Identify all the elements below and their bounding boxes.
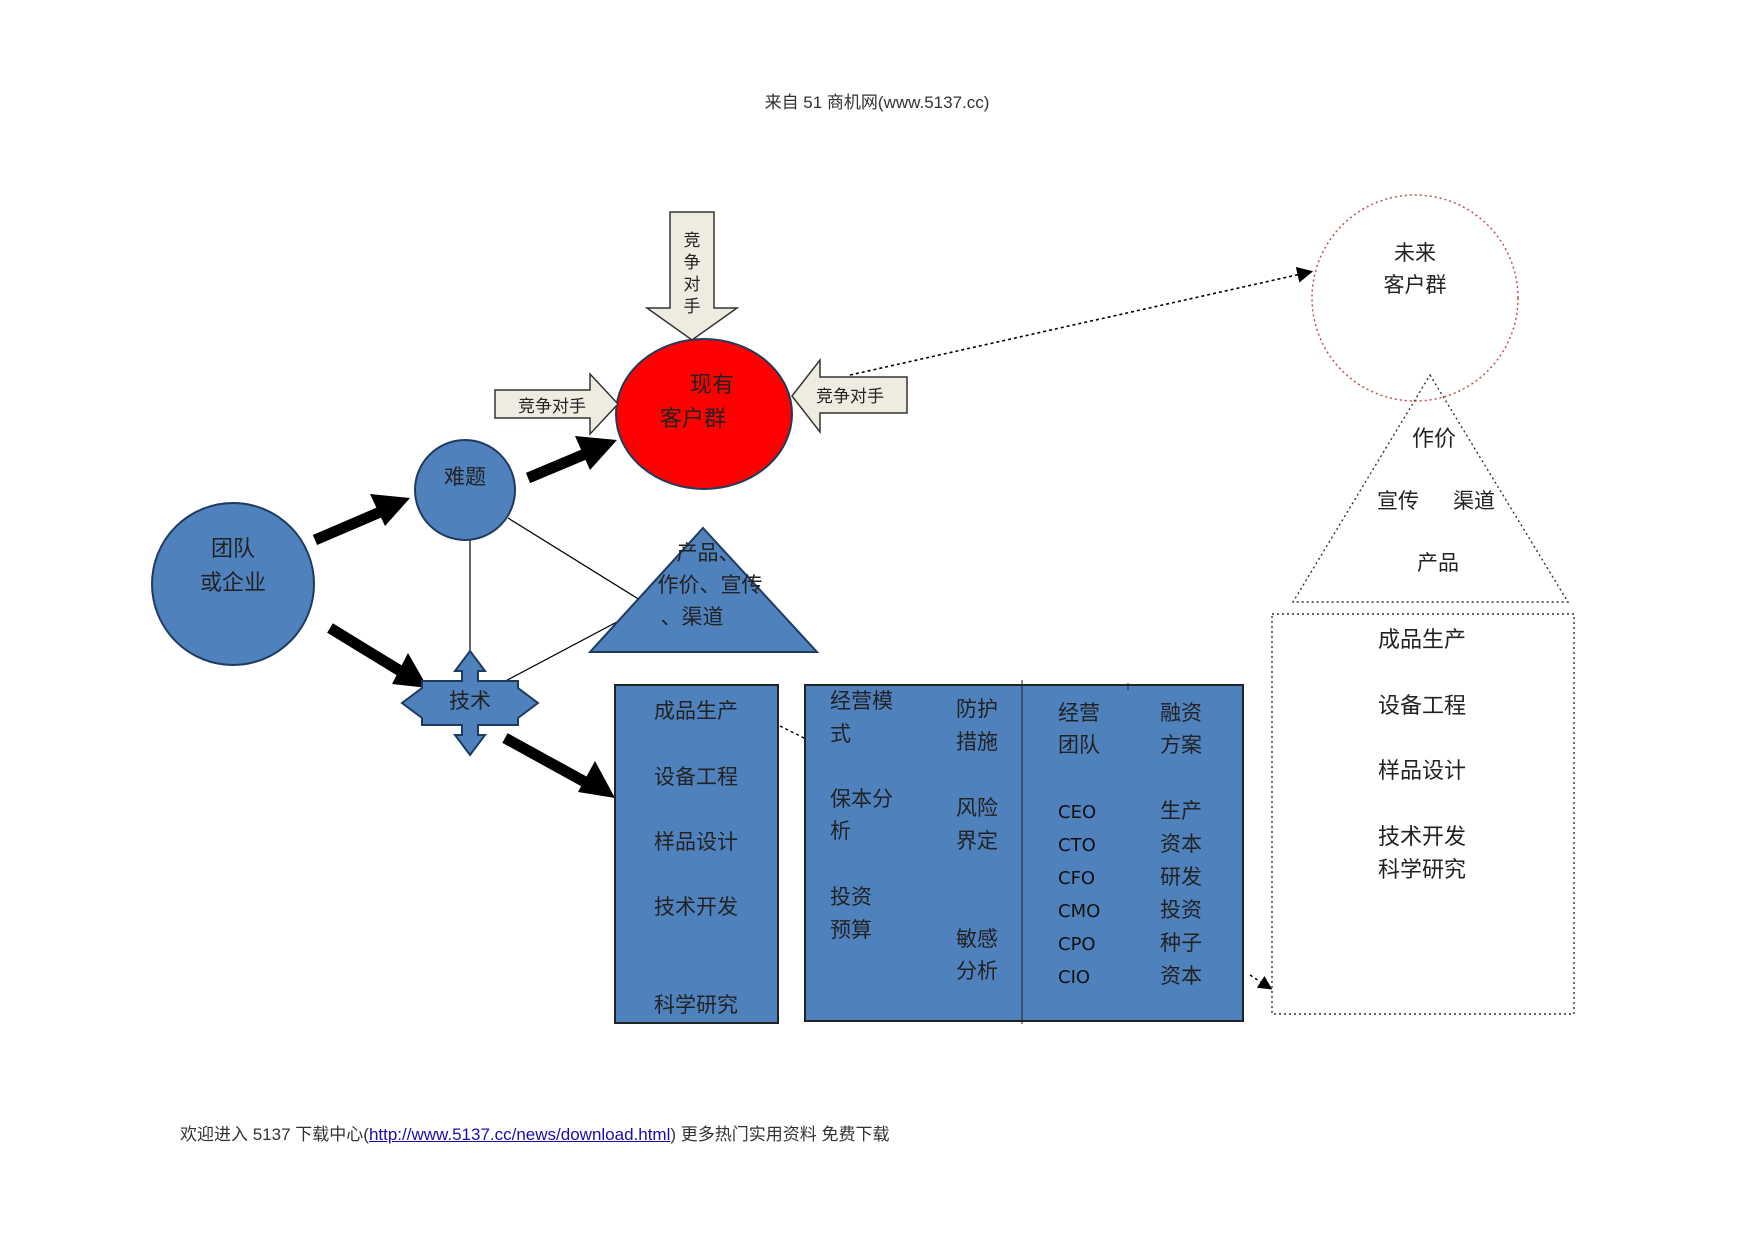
future-item-1: 成品生产	[1378, 628, 1466, 653]
line-tech-triangle	[497, 614, 631, 686]
business-col4-6: 投资	[1160, 898, 1202, 922]
production-item-4: 技术开发	[654, 895, 738, 919]
business-col1-2: 式	[830, 722, 851, 746]
competitor-top-label-4: 手	[684, 297, 701, 317]
competitor-top-arrow	[644, 211, 740, 341]
right-triangle-right: 渠道	[1453, 489, 1495, 513]
business-col2-2: 措施	[956, 730, 998, 754]
page-footer: 欢迎进入 5137 下载中心(http://www.5137.cc/news/d…	[180, 1120, 889, 1145]
arrow-tech-production	[502, 733, 615, 798]
right-triangle-bottom: 产品	[1417, 551, 1459, 575]
dotted-link-production-business	[779, 725, 809, 741]
current-customers-label-1: 现有	[690, 373, 734, 398]
production-item-5: 科学研究	[654, 993, 738, 1017]
dotted-arrow-future	[849, 266, 1314, 376]
current-customers-ellipse	[615, 338, 793, 490]
line-problem-triangle	[507, 517, 641, 601]
future-customers-label-1: 未来	[1394, 241, 1436, 265]
future-item-2: 设备工程	[1378, 694, 1466, 719]
business-col1-3: 保本分	[830, 787, 893, 811]
future-item-5: 科学研究	[1378, 858, 1466, 883]
arrow-team-tech	[327, 623, 428, 688]
business-col4-4: 资本	[1160, 832, 1202, 856]
current-customers-label-2: 客户群	[660, 407, 726, 432]
future-customers-circle	[1311, 194, 1519, 402]
production-item-2: 设备工程	[654, 765, 738, 789]
production-item-1: 成品生产	[654, 699, 738, 723]
future-item-3: 样品设计	[1378, 759, 1466, 784]
business-col1-4: 析	[830, 819, 851, 843]
competitor-left-label: 竞争对手	[518, 397, 586, 417]
business-col1-6: 预算	[830, 918, 872, 942]
arrow-problem-current	[525, 436, 617, 484]
business-role-cmo: CMO	[1058, 901, 1100, 922]
business-col4-1: 融资	[1160, 701, 1202, 725]
business-role-cfo: CFO	[1058, 868, 1095, 889]
production-box	[614, 684, 779, 1024]
right-triangle-left: 宣传	[1377, 489, 1419, 513]
business-role-cto: CTO	[1058, 835, 1096, 856]
business-col1-1: 经营模	[830, 689, 893, 713]
future-customers-label-2: 客户群	[1384, 273, 1447, 297]
page-header: 来自 51 商机网(www.5137.cc)	[764, 93, 990, 112]
competitor-top-label-3: 对	[684, 275, 701, 295]
business-col3-head-2: 团队	[1058, 733, 1100, 757]
business-col4-7: 种子	[1160, 931, 1202, 955]
team-circle	[151, 502, 315, 666]
competitor-right-label: 竞争对手	[816, 387, 884, 407]
future-box	[1271, 613, 1575, 1015]
footer-suffix: ) 更多热门实用资料 免费下载	[670, 1125, 890, 1144]
business-role-ceo: CEO	[1058, 802, 1096, 823]
problem-circle	[414, 439, 516, 541]
future-item-4: 技术开发	[1378, 825, 1466, 850]
tech-cross-arrow	[400, 649, 540, 757]
business-box	[804, 684, 1244, 1022]
business-col4-8: 资本	[1160, 964, 1202, 988]
business-col2-1: 防护	[956, 697, 998, 721]
team-label-1: 团队	[211, 537, 255, 562]
business-col2-4: 界定	[956, 829, 998, 853]
tech-label: 技术	[449, 689, 491, 713]
right-triangle-top: 作价	[1412, 427, 1456, 452]
competitor-right-arrow	[791, 357, 908, 435]
arrow-team-problem	[312, 494, 410, 546]
business-col3-head-1: 经营	[1058, 701, 1100, 725]
footer-download-link[interactable]: http://www.5137.cc/news/download.html	[368, 1125, 671, 1144]
dotted-arrow-business-future	[1249, 974, 1273, 990]
business-role-cpo: CPO	[1058, 934, 1096, 955]
business-role-cio: CIO	[1058, 967, 1090, 988]
business-col2-3: 风险	[956, 796, 998, 820]
problem-label: 难题	[444, 465, 486, 489]
competitor-top-label-2: 争	[684, 253, 701, 273]
marketing-mix-label-3: 、渠道	[661, 605, 724, 629]
competitor-left-arrow	[494, 372, 620, 436]
business-col4-2: 方案	[1160, 733, 1202, 757]
business-col4-3: 生产	[1160, 799, 1202, 823]
business-col2-5: 敏感	[956, 927, 998, 951]
team-label-2: 或企业	[200, 571, 266, 596]
marketing-mix-label-1: 产品、	[677, 541, 740, 565]
business-col1-5: 投资	[830, 885, 872, 909]
business-col4-5: 研发	[1160, 865, 1202, 889]
competitor-top-label-1: 竞	[684, 231, 701, 251]
marketing-mix-label-2: 作价、宣传	[658, 573, 763, 597]
footer-prefix: 欢迎进入 5137 下载中心(	[180, 1125, 369, 1144]
marketing-mix-triangle	[587, 526, 820, 653]
production-item-3: 样品设计	[654, 830, 738, 854]
business-col2-6: 分析	[956, 959, 998, 983]
